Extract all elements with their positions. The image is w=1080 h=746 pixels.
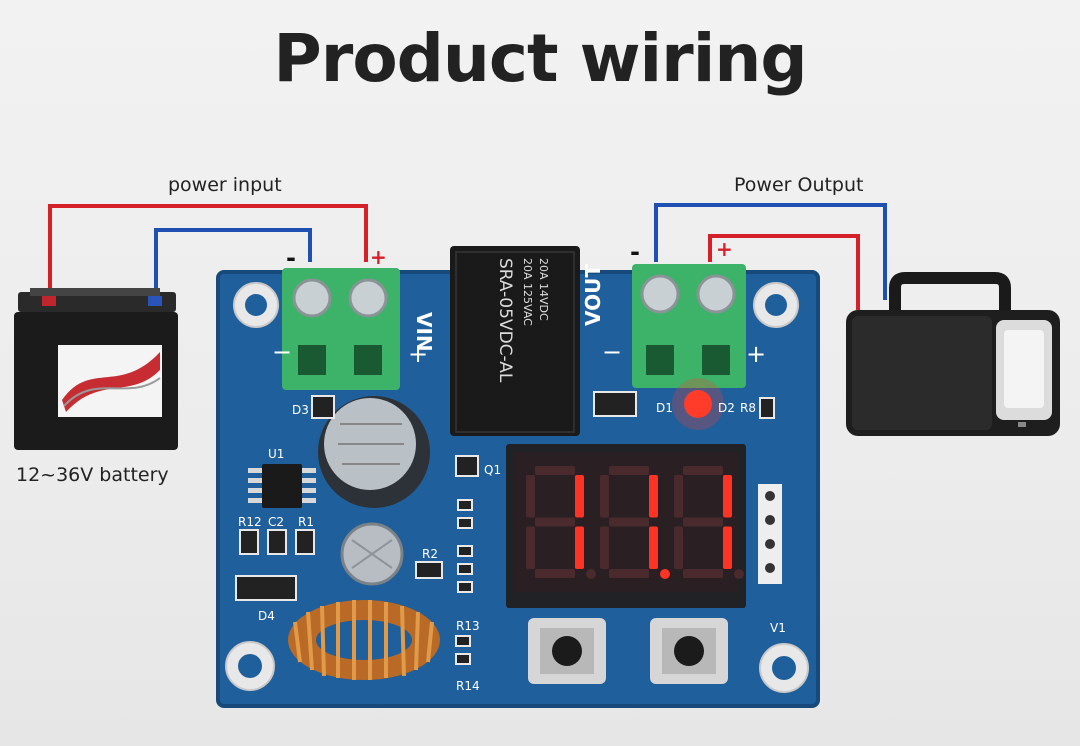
silk-r14: R14 — [456, 679, 480, 693]
digit-3-decimal-point — [734, 569, 744, 579]
digit-3-segment-c — [723, 526, 732, 569]
input-wires — [48, 204, 368, 298]
digit-1-segment-b — [575, 475, 584, 518]
silk-q1: Q1 — [484, 463, 501, 477]
digit-3-segment-d — [683, 569, 723, 578]
silk-c2: C2 — [268, 515, 284, 529]
digit-2-segment-a — [609, 466, 649, 475]
inductor-coil — [288, 600, 440, 680]
output-minus-marker: - — [630, 238, 640, 266]
vout-minus-sign: − — [602, 338, 622, 366]
output-negative-wire — [654, 203, 887, 300]
digit-2-segment-b — [649, 475, 658, 518]
silk-d3: D3 — [292, 403, 309, 417]
digit-1-segment-d — [535, 569, 575, 578]
digit-3-segment-f — [674, 475, 683, 518]
relay — [450, 246, 580, 436]
push-button-right[interactable] — [650, 618, 728, 684]
ic-u1 — [262, 464, 302, 508]
relay-spec-1: 20A 14VDC — [537, 258, 550, 321]
silk-r12: R12 — [238, 515, 262, 529]
silk-r1: R1 — [298, 515, 314, 529]
output-wires — [654, 203, 887, 310]
battery-label: 12~36V battery — [16, 464, 169, 486]
vout-plus-sign: + — [746, 340, 766, 368]
silk-d1: D1 — [656, 401, 673, 415]
push-button-left[interactable] — [528, 618, 606, 684]
relay-spec-2: 20A 125VAC — [521, 258, 534, 326]
silk-v1: V1 — [770, 621, 786, 635]
digit-2-segment-e — [600, 526, 609, 569]
digit-1-decimal-point — [586, 569, 596, 579]
power-output-label: Power Output — [734, 174, 864, 196]
digit-3-segment-e — [674, 526, 683, 569]
digit-2-segment-f — [600, 475, 609, 518]
vin-minus-sign: − — [272, 338, 292, 366]
digit-1-segment-a — [535, 466, 575, 475]
digit-1-segment-g — [535, 517, 575, 527]
red-led — [684, 390, 712, 418]
digit-1-segment-e — [526, 526, 535, 569]
pcb-board — [216, 246, 820, 708]
output-plus-marker: + — [716, 237, 733, 261]
digit-3-segment-a — [683, 466, 723, 475]
vout-label: VOUT — [581, 264, 605, 326]
digit-3-segment-b — [723, 475, 732, 518]
digit-2-segment-c — [649, 526, 658, 569]
page-title: Product wiring — [273, 20, 807, 97]
silk-d4: D4 — [258, 609, 275, 623]
digit-3-segment-g — [683, 517, 723, 527]
display-digits — [526, 466, 744, 579]
output-positive-wire — [708, 234, 860, 310]
input-negative-wire — [154, 228, 312, 298]
silk-u1: U1 — [268, 447, 284, 461]
digit-2-segment-g — [609, 517, 649, 527]
vin-plus-sign: + — [408, 340, 428, 368]
battery-image — [14, 288, 178, 450]
silk-r8: R8 — [740, 401, 756, 415]
silk-r13: R13 — [456, 619, 480, 633]
vin-label: VIN — [412, 312, 436, 352]
silk-d2: D2 — [718, 401, 735, 415]
input-minus-marker: - — [286, 244, 296, 272]
digit-1-segment-c — [575, 526, 584, 569]
digit-2-segment-d — [609, 569, 649, 578]
input-positive-wire — [48, 204, 368, 298]
silk-r2: R2 — [422, 547, 438, 561]
digit-1-segment-f — [526, 475, 535, 518]
power-input-label: power input — [168, 174, 282, 196]
input-plus-marker: + — [370, 245, 387, 269]
relay-model: SRA-05VDC-AL — [495, 258, 515, 383]
digit-2-decimal-point — [660, 569, 670, 579]
power-station-image — [846, 272, 1060, 436]
